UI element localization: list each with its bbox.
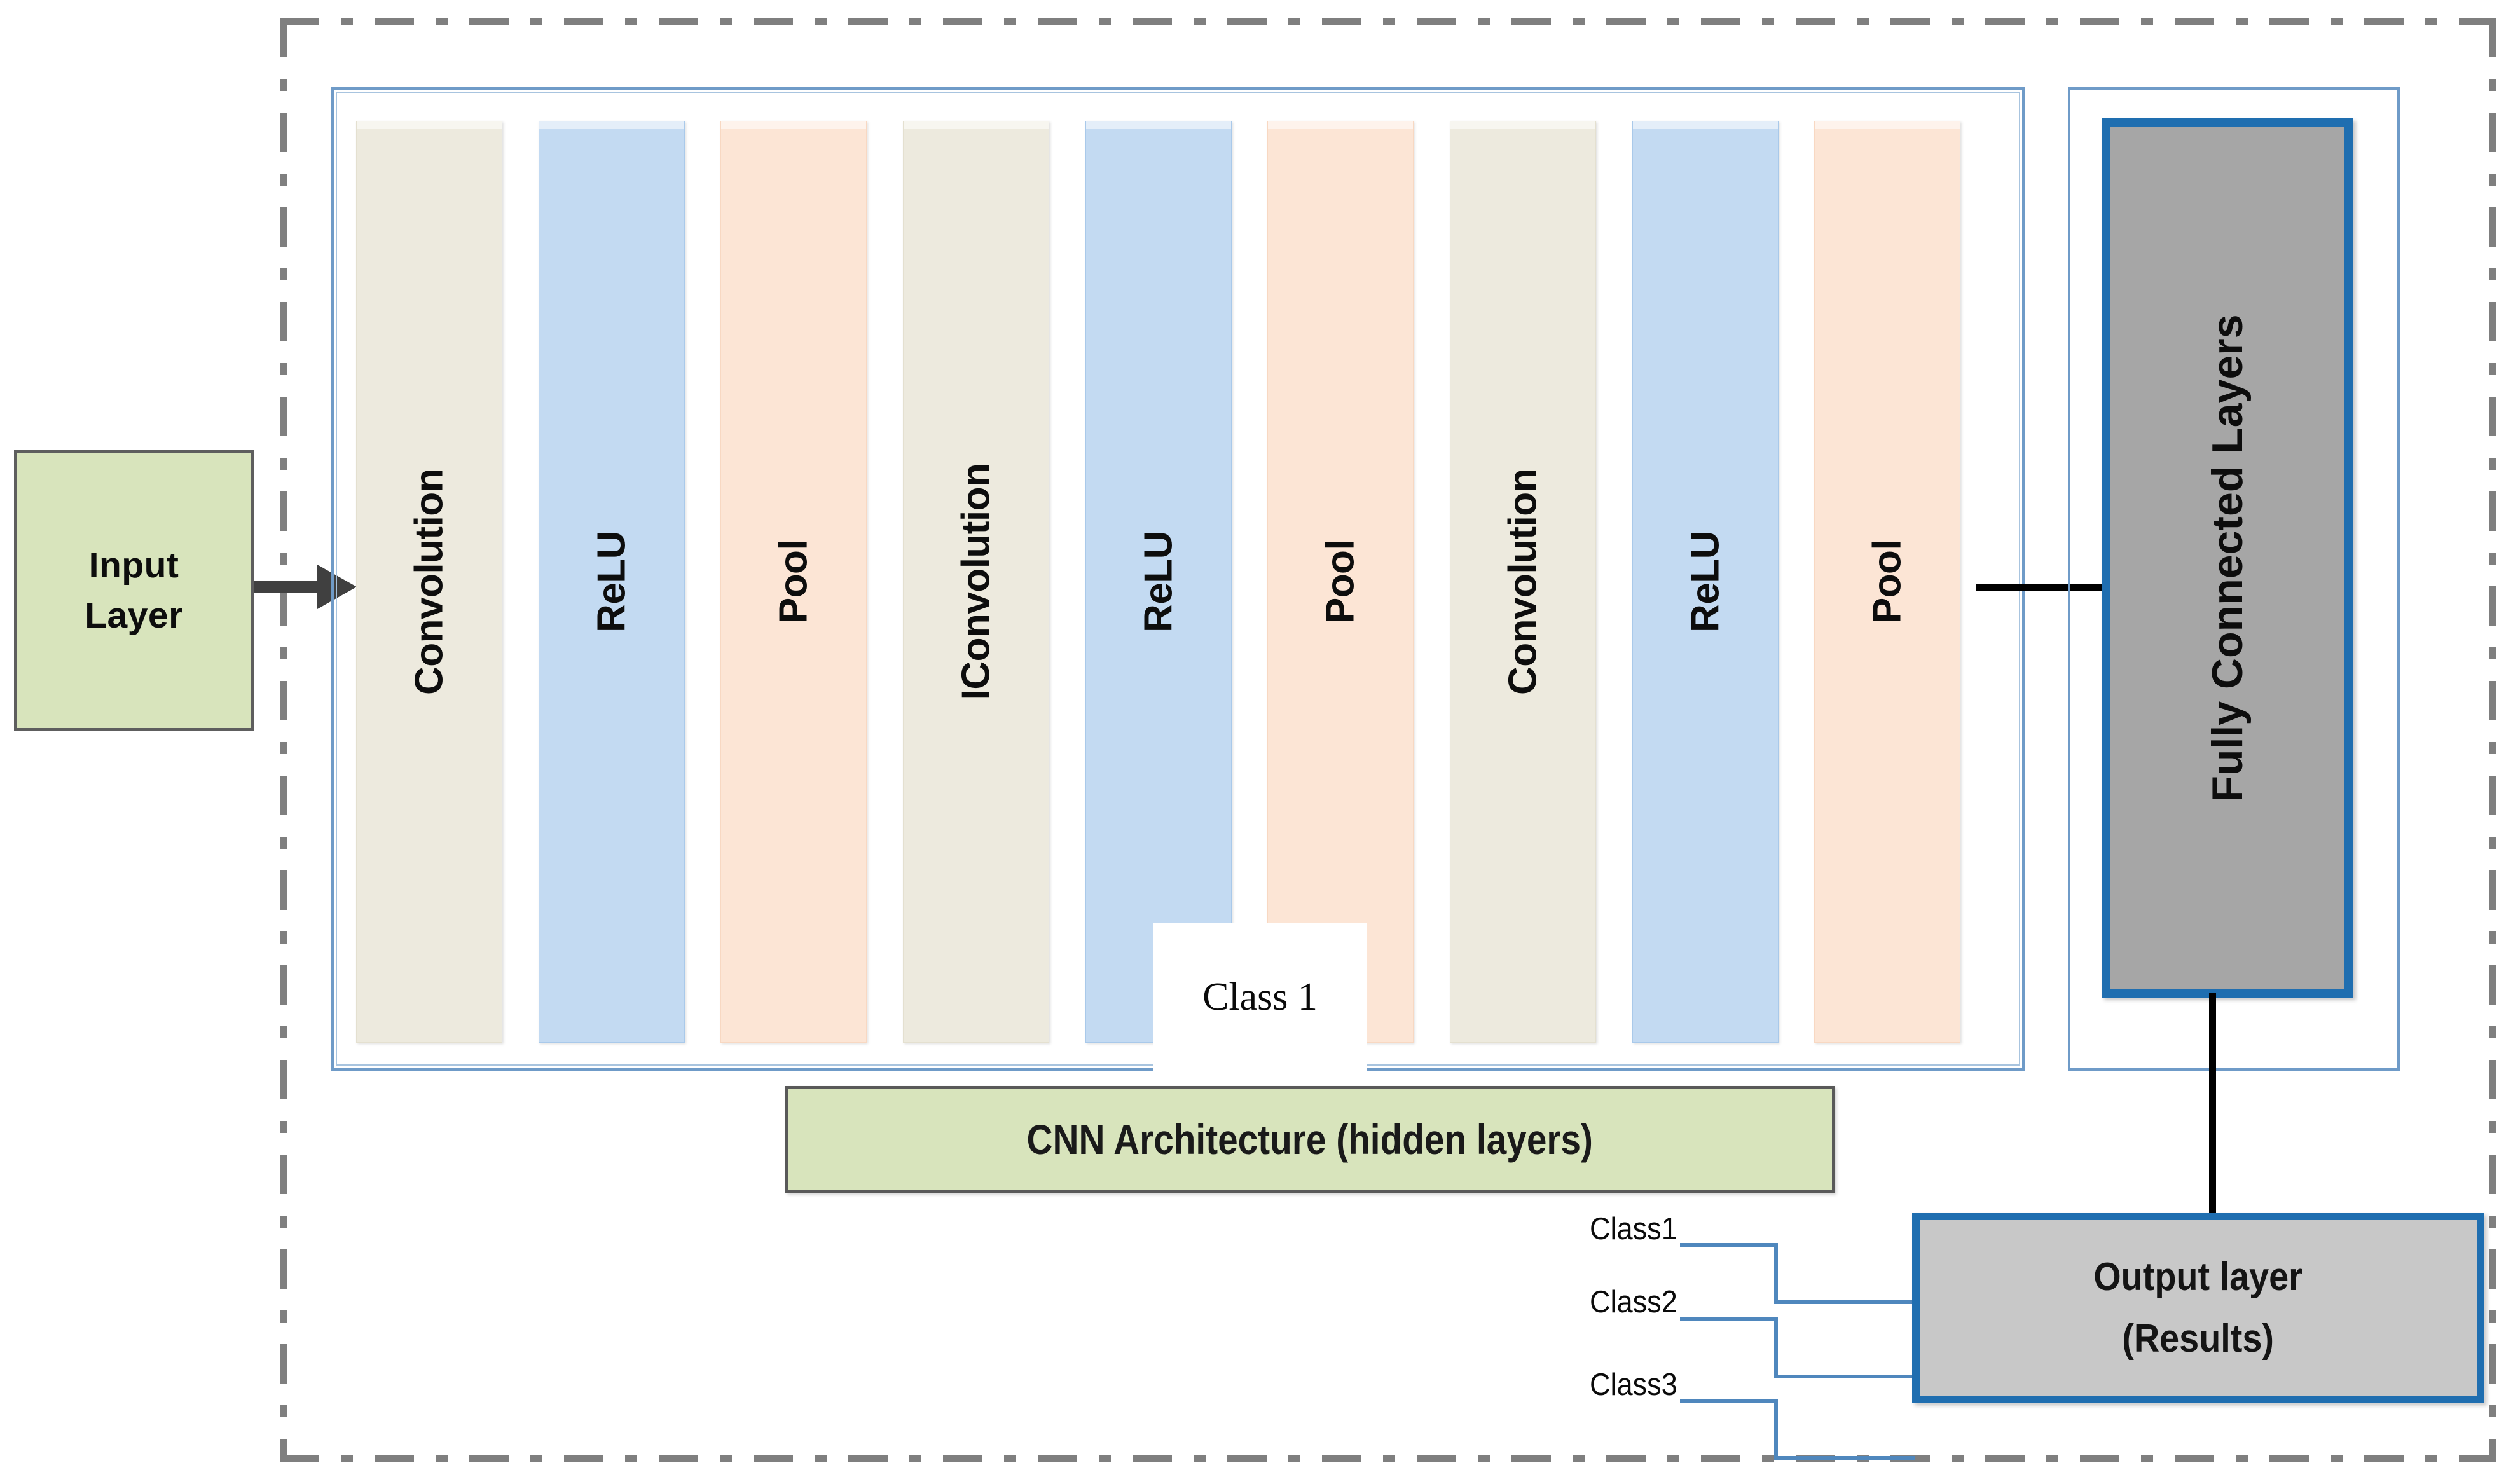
class-wire-3-segment-b bbox=[1774, 1456, 1915, 1460]
class-wire-2-segment-a bbox=[1680, 1317, 1774, 1321]
layer-column-7-conv[interactable]: Convolution bbox=[1450, 121, 1596, 1043]
layer-column-8-relu[interactable]: ReLU bbox=[1632, 121, 1779, 1043]
fully-connected-container bbox=[2068, 87, 2400, 1071]
layer-column-6-pool[interactable]: Pool bbox=[1267, 121, 1414, 1043]
output-layer-box[interactable]: Output layer (Results) bbox=[1912, 1213, 2484, 1403]
input-layer-label-line1: Input bbox=[88, 544, 179, 586]
class-wire-1-segment-b bbox=[1774, 1300, 1915, 1304]
output-layer-label-line2: (Results) bbox=[2122, 1317, 2275, 1361]
class1-overlay-box: Class 1 bbox=[1153, 923, 1367, 1071]
layer-column-label: Pool bbox=[1318, 539, 1363, 624]
frame-edge-top bbox=[280, 18, 2496, 25]
input-layer-box[interactable]: Input Layer bbox=[14, 450, 254, 731]
layer-column-highlight bbox=[1815, 121, 1960, 129]
frame-edge-left bbox=[280, 18, 287, 1462]
layer-column-highlight bbox=[1450, 121, 1595, 129]
class-label-2: Class2 bbox=[1590, 1285, 1677, 1319]
layer-column-label: ReLU bbox=[1683, 531, 1728, 633]
class-label-3: Class3 bbox=[1590, 1368, 1677, 1402]
layer-column-5-relu[interactable]: ReLU bbox=[1085, 121, 1232, 1043]
layer-column-2-relu[interactable]: ReLU bbox=[539, 121, 685, 1043]
class-wire-3-segment-a bbox=[1680, 1399, 1774, 1403]
layer-column-9-pool[interactable]: Pool bbox=[1814, 121, 1960, 1043]
class-wire-2-segment-b bbox=[1774, 1375, 1915, 1378]
layer-column-label: ReLU bbox=[1136, 531, 1181, 633]
layer-column-label: IConvolution bbox=[954, 463, 998, 701]
cnn-architecture-caption: CNN Architecture (hidden layers) bbox=[785, 1086, 1835, 1193]
layer-column-3-pool[interactable]: Pool bbox=[720, 121, 867, 1043]
input-layer-label-line2: Layer bbox=[85, 594, 183, 636]
layer-column-highlight bbox=[721, 121, 866, 129]
class1-overlay-label: Class 1 bbox=[1202, 975, 1318, 1019]
class-wire-1-segment-a bbox=[1680, 1243, 1774, 1247]
cnn-architecture-caption-label: CNN Architecture (hidden layers) bbox=[1026, 1116, 1594, 1163]
input-arrow-icon bbox=[317, 565, 357, 609]
layer-column-highlight bbox=[1633, 121, 1778, 129]
class-wire-3-step bbox=[1774, 1399, 1778, 1460]
pool-to-fc-connector bbox=[1976, 584, 2107, 591]
class-wire-2-step bbox=[1774, 1317, 1778, 1378]
fc-to-output-connector bbox=[2209, 993, 2216, 1216]
output-layer-label-line1: Output layer bbox=[2093, 1255, 2303, 1299]
layer-column-label: Convolution bbox=[407, 468, 451, 696]
outer-dashdot-frame bbox=[280, 18, 2496, 1462]
layer-column-label: ReLU bbox=[589, 531, 634, 633]
layer-column-label: Pool bbox=[1865, 539, 1910, 624]
layer-column-1-conv[interactable]: Convolution bbox=[356, 121, 502, 1043]
fully-connected-layers-label: Fully Connected Layers bbox=[2203, 313, 2252, 802]
class-label-1: Class1 bbox=[1590, 1212, 1677, 1246]
frame-edge-right bbox=[2489, 18, 2496, 1462]
layer-column-highlight bbox=[904, 121, 1049, 129]
layer-column-4-conv[interactable]: IConvolution bbox=[903, 121, 1049, 1043]
class-wire-1-step bbox=[1774, 1243, 1778, 1304]
layer-column-label: Convolution bbox=[1501, 468, 1545, 696]
fully-connected-layers-box[interactable]: Fully Connected Layers bbox=[2102, 118, 2353, 998]
layer-column-highlight bbox=[539, 121, 684, 129]
input-arrow-shaft bbox=[254, 581, 334, 593]
layer-column-highlight bbox=[1086, 121, 1231, 129]
layer-column-highlight bbox=[357, 121, 502, 129]
frame-edge-bottom bbox=[280, 1455, 2496, 1462]
layer-column-label: Pool bbox=[771, 539, 816, 624]
layer-column-highlight bbox=[1268, 121, 1413, 129]
